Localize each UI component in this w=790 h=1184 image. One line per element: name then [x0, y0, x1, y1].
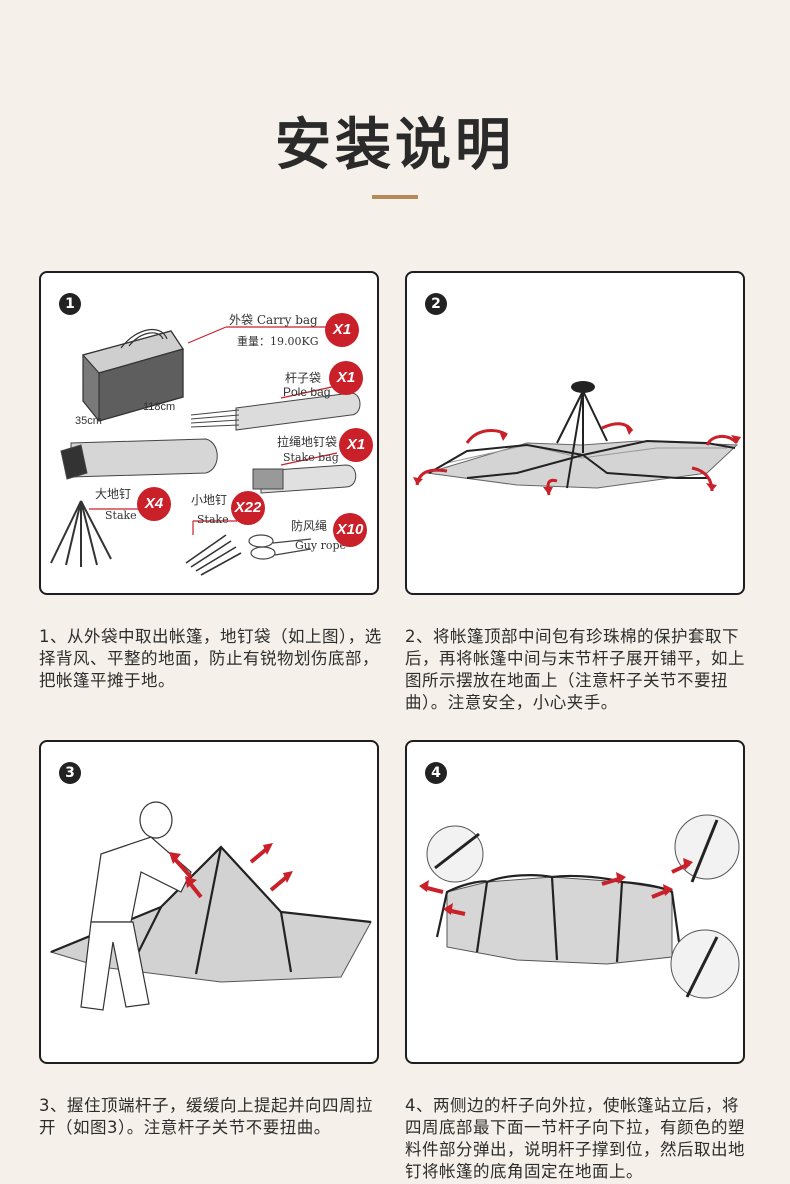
pole-bag-en-label: Pole bag [283, 385, 331, 399]
title-underline [372, 195, 418, 199]
carry-bag-qty-badge: X1 [325, 313, 359, 347]
step-3-illustration: 3 [39, 740, 379, 1064]
big-stake-en-label: Stake [105, 509, 137, 522]
stake-bag-qty-badge: X1 [339, 428, 373, 462]
stake-bag-cn-label: 拉绳地钉袋 [277, 435, 338, 449]
dimension-width-label: 35cm [75, 415, 102, 427]
guy-rope-qty-badge: X10 [333, 513, 367, 547]
components-drawing [50, 326, 361, 576]
tent-lifting-drawing [49, 801, 372, 1011]
pole-bag-qty-badge: X1 [329, 361, 363, 395]
step-2-description: 2、将帐篷顶部中间包有珍珠棉的保护套取下后，再将帐篷中间与末节杆子展开铺平，如上… [405, 627, 745, 712]
guy-rope-en-label: Guy rope [295, 539, 347, 552]
tent-flat-drawing [413, 381, 741, 496]
weight-label: 重量：19.00KG [237, 335, 319, 348]
step-4-description: 4、两侧边的杆子向外拉，使帐篷站立后，将四周底部最下面一节杆子向下拉，有颜色的塑… [405, 1096, 745, 1181]
big-stake-cn-label: 大地钉 [95, 487, 132, 501]
step-number-badge: 1 [59, 293, 81, 315]
step-2-illustration: 2 [405, 271, 745, 595]
tent-standing-drawing [419, 814, 740, 999]
pole-bag-cn-label: 杆子袋 [285, 371, 322, 385]
small-stake-en-label: Stake [197, 513, 229, 526]
small-stake-cn-label: 小地钉 [191, 493, 228, 507]
step-3-description: 3、握住顶端杆子，缓缓向上提起并向四周拉开（如图3）。注意杆子关节不要扭曲。 [39, 1096, 373, 1137]
small-stake-qty-badge: X22 [231, 491, 265, 525]
guy-rope-cn-label: 防风绳 [291, 519, 328, 533]
carry-bag-label: 外袋 Carry bag [229, 313, 318, 327]
page-title: 安装说明 [275, 113, 515, 178]
big-stake-qty-badge: X4 [137, 487, 171, 521]
step-number-badge: 4 [425, 762, 447, 784]
stake-bag-en-label: Stake bag [283, 451, 339, 464]
step-1-description: 1、从外袋中取出帐篷，地钉袋（如上图），选择背风、平整的地面，防止有锐物划伤底部… [39, 627, 382, 690]
step-4-illustration: 4 [405, 740, 745, 1064]
dimension-length-label: 118cm [143, 401, 176, 413]
step-1-illustration: 1 [39, 271, 379, 595]
step-number-badge: 2 [425, 293, 447, 315]
step-number-badge: 3 [59, 762, 81, 784]
